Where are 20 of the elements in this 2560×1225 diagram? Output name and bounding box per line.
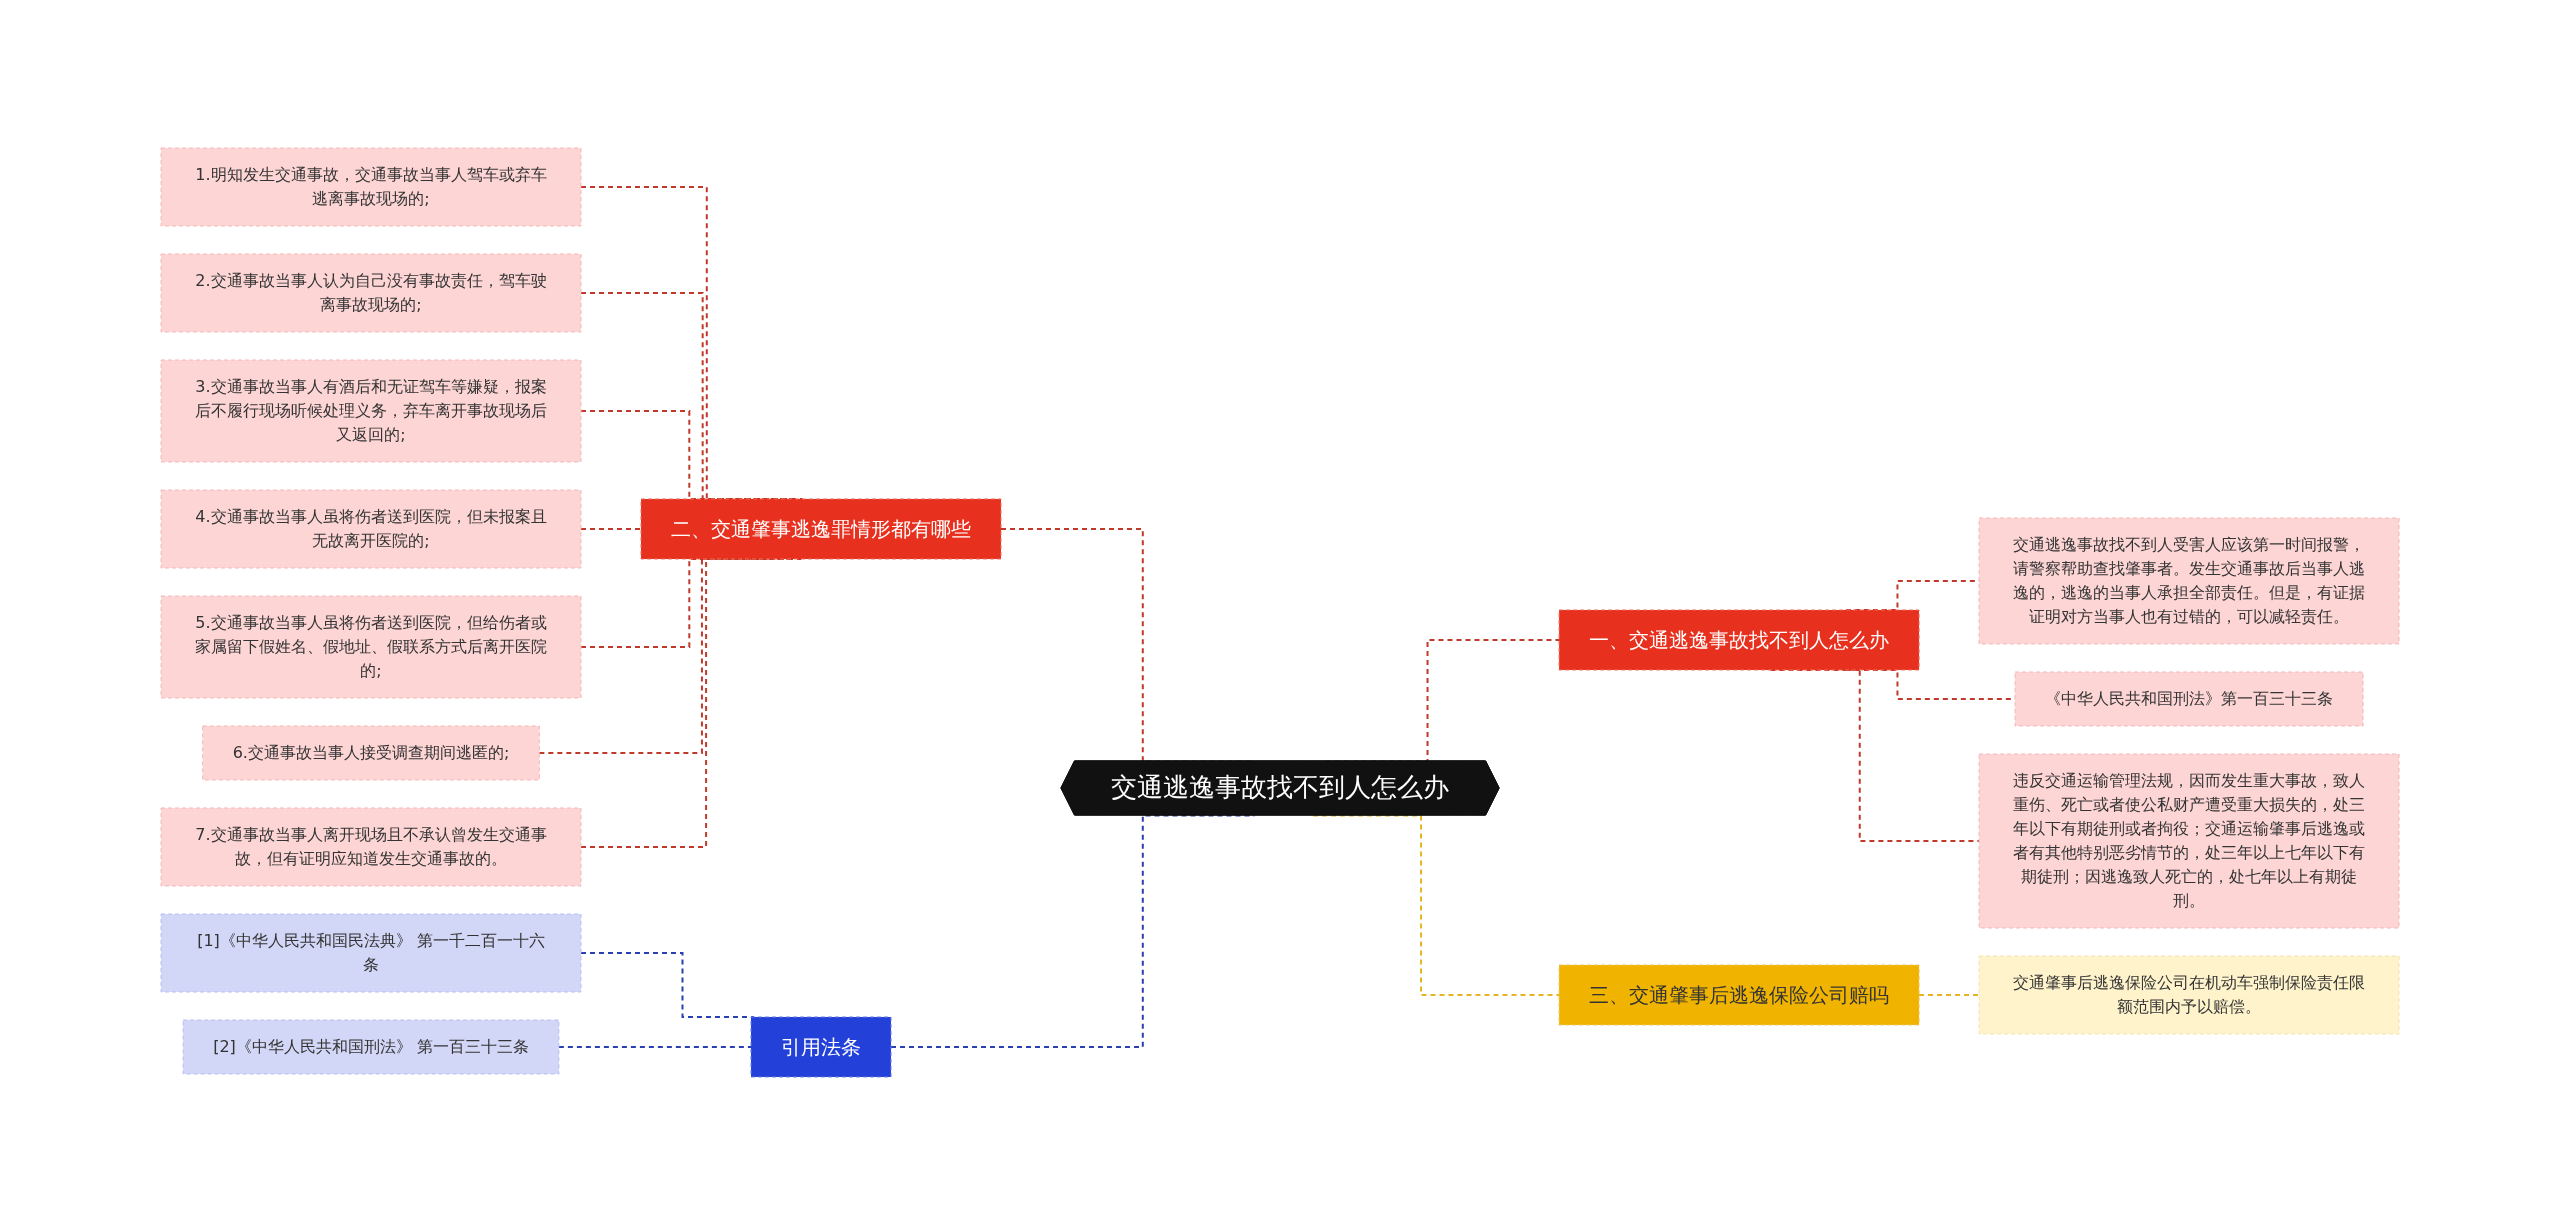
connector	[579, 528, 642, 530]
node-box: 1.明知发生交通事故，交通事故当事人驾车或弃车逃离事故现场的;	[160, 147, 582, 227]
node-box: [2]《中华人民共和国刑法》 第一百三十三条	[182, 1019, 560, 1075]
node-box: 4.交通事故当事人虽将伤者送到医院，但未报案且无故离开医院的;	[160, 489, 582, 569]
node-box: 2.交通事故当事人认为自己没有事故责任，驾车驶离事故现场的;	[160, 253, 582, 333]
node-box: 三、交通肇事后逃逸保险公司赔吗	[1558, 964, 1920, 1026]
connector	[1918, 994, 1980, 996]
node-box: 一、交通逃逸事故找不到人怎么办	[1558, 609, 1920, 671]
node-box: 3.交通事故当事人有酒后和无证驾车等嫌疑，报案后不履行现场听候处理义务，弃车离开事故现场后又返回的;	[160, 359, 582, 463]
node-box: [1]《中华人民共和国民法典》 第一千二百一十六条	[160, 913, 582, 993]
node-box: 7.交通事故当事人离开现场且不承认曾发生交通事故，但有证明应知道发生交通事故的。	[160, 807, 582, 887]
node-box: 交通肇事后逃逸保险公司在机动车强制保险责任限额范围内予以赔偿。	[1978, 955, 2400, 1035]
node-box: 二、交通肇事逃逸罪情形都有哪些	[640, 498, 1002, 560]
node-box: 《中华人民共和国刑法》第一百三十三条	[2014, 671, 2364, 727]
node-box: 交通逃逸事故找不到人受害人应该第一时间报警，请警察帮助查找肇事者。发生交通事故后当事人逃逸的，逃逸的当事人承担全部责任。但是，有证据证明对方当事人也有过错的，可以减轻责任。	[1978, 517, 2400, 645]
node-box: 引用法条	[750, 1016, 892, 1078]
connector	[557, 1046, 752, 1048]
node-box: 6.交通事故当事人接受调查期间逃匿的;	[202, 725, 540, 781]
node-box: 违反交通运输管理法规，因而发生重大事故，致人重伤、死亡或者使公私财产遭受重大损失的，处三年以下有期徒刑或者拘役；交通运输肇事后逃逸或者有其他特别恶劣情节的，处三年以上七年以下有期徒刑；因逃逸致人死亡的，处七年以上有期徒刑。	[1978, 753, 2400, 929]
node-box: 5.交通事故当事人虽将伤者送到医院，但给伤者或家属留下假姓名、假地址、假联系方式后离开医院的;	[160, 595, 582, 699]
